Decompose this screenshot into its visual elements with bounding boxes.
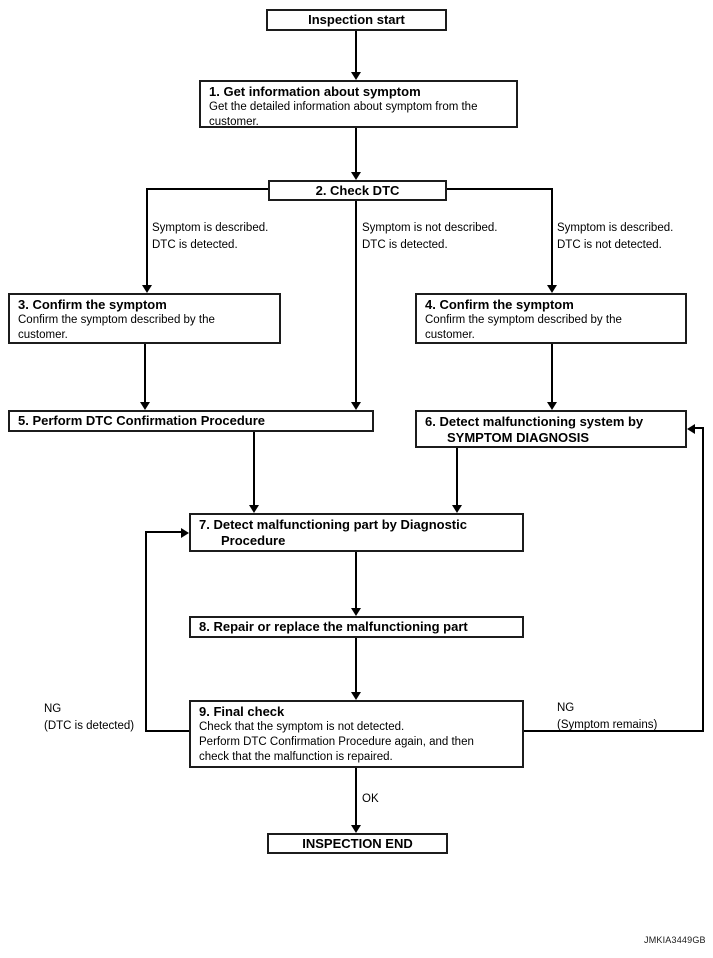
branch-label-right-line2: DTC is not detected. <box>557 239 662 251</box>
arrowhead-middle-into-step5 <box>351 402 361 410</box>
arrowhead-into-step4 <box>547 285 557 293</box>
node-step6: 6. Detect malfunctioning system by SYMPT… <box>415 410 687 448</box>
node-step9-body-line2: Perform DTC Confirmation Procedure again… <box>199 736 474 748</box>
node-step9-body-line3: check that the malfunction is repaired. <box>199 751 393 763</box>
connector-ng-left-vertical <box>145 531 147 732</box>
node-step4-body-line2: customer. <box>425 329 475 341</box>
connector-ng-left-top <box>145 531 181 533</box>
arrowhead-into-step2 <box>351 172 361 180</box>
ng-label-right: NG (Symptom remains) <box>557 700 657 734</box>
node-inspection-start: Inspection start <box>266 9 447 31</box>
node-step7-title-line1: 7. Detect malfunctioning part by Diagnos… <box>199 517 467 532</box>
figure-code: JMKIA3449GB <box>644 935 706 945</box>
node-step3-title: 3. Confirm the symptom <box>18 297 167 312</box>
ng-label-right-line1: NG <box>557 702 575 714</box>
node-step9: 9. Final check Check that the symptom is… <box>189 700 524 768</box>
ng-label-right-line2: (Symptom remains) <box>557 719 658 731</box>
node-inspection-end: INSPECTION END <box>267 833 448 854</box>
connector-branch-right-horizontal <box>447 188 553 190</box>
connector-ng-right-vertical <box>702 427 704 732</box>
arrowhead-into-step1 <box>351 72 361 80</box>
connector-branch-right-vertical <box>551 188 553 285</box>
node-step1: 1. Get information about symptom Get the… <box>199 80 518 128</box>
connector-ng-right-top <box>695 427 704 429</box>
branch-label-right: Symptom is described. DTC is not detecte… <box>557 220 673 254</box>
branch-label-right-line1: Symptom is described. <box>557 222 674 234</box>
branch-label-middle-line1: Symptom is not described. <box>362 222 498 234</box>
ok-label: OK <box>362 793 379 805</box>
connector-step9-to-end <box>355 768 357 825</box>
node-step5-title: 5. Perform DTC Confirmation Procedure <box>18 413 266 428</box>
branch-label-left: Symptom is described. DTC is detected. <box>152 220 268 254</box>
node-step5: 5. Perform DTC Confirmation Procedure <box>8 410 374 432</box>
arrowhead-ng-right-into-step6 <box>687 424 695 434</box>
node-inspection-end-label: INSPECTION END <box>302 835 413 851</box>
connector-branch-left-vertical <box>146 188 148 285</box>
connector-step5-to-step7 <box>253 432 255 505</box>
node-step7: 7. Detect malfunctioning part by Diagnos… <box>189 513 524 552</box>
node-step2: 2. Check DTC <box>268 180 447 201</box>
node-step8: 8. Repair or replace the malfunctioning … <box>189 616 524 638</box>
node-step4-title: 4. Confirm the symptom <box>425 297 574 312</box>
node-step3-body-line1: Confirm the symptom described by the <box>18 314 215 326</box>
node-step1-title: 1. Get information about symptom <box>209 84 421 99</box>
connector-ng-right-bottom <box>524 730 704 732</box>
node-step6-title-line2: SYMPTOM DIAGNOSIS <box>447 430 590 445</box>
node-step4-body-line1: Confirm the symptom described by the <box>425 314 622 326</box>
node-step6-title-line1: 6. Detect malfunctioning system by <box>425 414 644 429</box>
arrowhead-step6-into-step7 <box>452 505 462 513</box>
connector-ng-left-bottom <box>145 730 189 732</box>
connector-step1-to-step2 <box>355 128 357 173</box>
ng-label-left-line2: (DTC is detected) <box>44 720 135 732</box>
branch-label-middle-line2: DTC is detected. <box>362 239 448 251</box>
ng-label-left: NG (DTC is detected) <box>44 701 134 735</box>
node-step9-body-line1: Check that the symptom is not detected. <box>199 721 405 733</box>
connector-step8-to-step9 <box>355 638 357 692</box>
arrowhead-step5-into-step7 <box>249 505 259 513</box>
node-step8-title: 8. Repair or replace the malfunctioning … <box>199 619 468 634</box>
arrowhead-into-step3 <box>142 285 152 293</box>
node-step2-title: 2. Check DTC <box>315 182 400 198</box>
connector-branch-middle-vertical <box>355 201 357 402</box>
node-step4: 4. Confirm the symptom Confirm the sympt… <box>415 293 687 344</box>
arrowhead-into-end <box>351 825 361 833</box>
node-step3-body-line2: customer. <box>18 329 68 341</box>
node-inspection-start-label: Inspection start <box>308 12 405 27</box>
branch-label-middle: Symptom is not described. DTC is detecte… <box>362 220 498 254</box>
arrowhead-into-step9 <box>351 692 361 700</box>
connector-branch-left-horizontal <box>146 188 268 190</box>
node-step1-body-line1: Get the detailed information about sympt… <box>209 101 478 113</box>
node-step1-body-line2: customer. <box>209 116 259 128</box>
connector-step4-to-step6 <box>551 344 553 402</box>
node-step7-title-line2: Procedure <box>221 533 286 548</box>
node-step3: 3. Confirm the symptom Confirm the sympt… <box>8 293 281 344</box>
connector-start-to-step1 <box>355 31 357 73</box>
arrowhead-step3-into-step5 <box>140 402 150 410</box>
connector-step3-to-step5 <box>144 344 146 402</box>
arrowhead-into-step8 <box>351 608 361 616</box>
connector-step7-to-step8 <box>355 552 357 608</box>
connector-step6-to-step7 <box>456 448 458 505</box>
arrowhead-into-step6 <box>547 402 557 410</box>
node-step9-title: 9. Final check <box>199 704 285 719</box>
arrowhead-ng-left-into-step7 <box>181 528 189 538</box>
branch-label-left-line2: DTC is detected. <box>152 239 238 251</box>
ng-label-left-line1: NG <box>44 703 62 715</box>
branch-label-left-line1: Symptom is described. <box>152 222 269 234</box>
